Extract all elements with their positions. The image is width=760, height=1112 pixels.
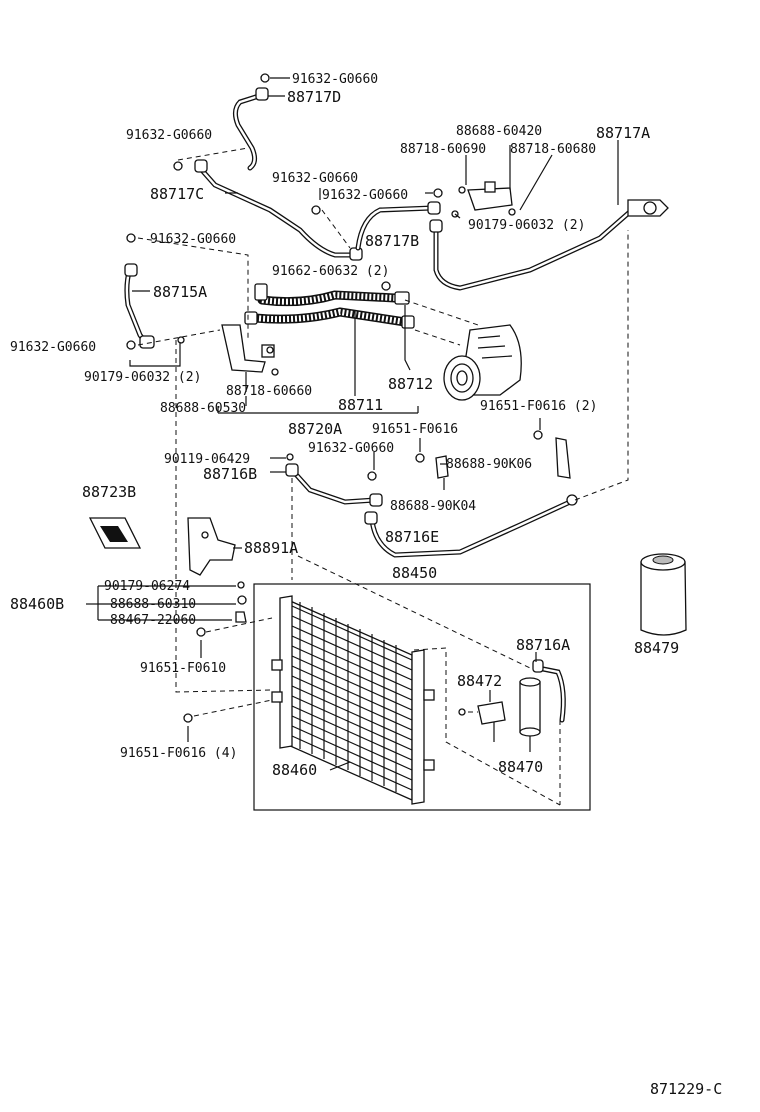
pipe-88717A [429,199,669,291]
label-91662-60632: 91662-60632 (2) [272,264,389,279]
label-88718-60680: 88718-60680 [510,142,596,157]
label-88688-90k04: 88688-90K04 [390,499,476,514]
label-90179-06274: 90179-06274 [104,579,190,594]
label-90179-06032-right: 90179-06032 (2) [468,218,585,233]
label-88688-90k06: 88688-90K06 [446,457,532,472]
label-91651-f0616-2: 91651-F0616 (2) [480,399,597,414]
pipe-88716E [364,494,578,558]
label-91632-g0660-l2: 91632-G0660 [150,232,236,247]
label-91651-f0610: 91651-F0610 [140,661,226,676]
label-88718-60690: 88718-60690 [400,142,486,157]
label-88472: 88472 [457,672,502,690]
label-88450: 88450 [392,564,437,582]
receiver-88479 [640,553,687,636]
label-88712: 88712 [388,375,433,393]
compressor [443,324,522,401]
receiver-dryer-88470 [519,677,541,737]
bracket-88688-60420 [451,181,516,218]
pipe-88717B [355,201,441,251]
label-88715a: 88715A [153,283,207,301]
label-91651-f0616-4: 91651-F0616 (4) [120,746,237,761]
label-91632-g0660-mid2: 91632-G0660 [322,188,408,203]
pipe-88715A [124,263,155,349]
diagram-reference-code: 871229-C [650,1080,722,1098]
label-88716b: 88716B [203,465,257,483]
label-88716a: 88716A [516,636,570,654]
label-88460b: 88460B [10,595,64,613]
label-88718-60660: 88718-60660 [226,384,312,399]
bracket-88688-60530 [221,324,279,376]
label-91632-g0660-l3: 91632-G0660 [10,340,96,355]
label-88723b: 88723B [82,483,136,501]
label-91651-f0616: 91651-F0616 [372,422,458,437]
label-88720a: 88720A [288,420,342,438]
condenser-box-88450 [253,583,591,811]
label-88717a: 88717A [596,124,650,142]
label-88479: 88479 [634,639,679,657]
label-88460: 88460 [272,761,317,779]
label-91632-g0660-mid1: 91632-G0660 [272,171,358,186]
pipe-88717C [194,159,363,261]
leader-lines [86,77,629,806]
fasteners [126,73,571,723]
condenser-88460 [271,595,435,805]
label-88717d: 88717D [287,88,341,106]
label-88891a: 88891A [244,539,298,557]
label-88717b: 88717B [365,232,419,250]
label-91632-g0660-l4: 91632-G0660 [308,441,394,456]
label-88470: 88470 [498,758,543,776]
label-91632-g0660-left: 91632-G0660 [126,128,212,143]
label-88716e: 88716E [385,528,439,546]
label-88467-22060: 88467-22060 [110,613,196,628]
bracket-88472 [458,701,506,742]
pipe-88717D [232,87,269,171]
pipe-88716A [532,659,566,723]
label-90119-06429: 90119-06429 [164,452,250,467]
sticker-88723B [88,517,142,549]
hose-88711 [244,307,415,329]
label-88711: 88711 [338,396,383,414]
label-88688-60420: 88688-60420 [456,124,542,139]
label-91632-g0660-top: 91632-G0660 [292,72,378,87]
label-88688-60530: 88688-60530 [160,401,246,416]
label-88688-60310: 88688-60310 [110,597,196,612]
part-labels: 91632-G0660 88717D 91632-G0660 88717C 91… [10,72,722,1098]
hose-88712 [254,283,410,307]
bracket-88891A [187,517,236,576]
label-88717c: 88717C [150,185,204,203]
label-90179-06032-left: 90179-06032 (2) [84,370,201,385]
pipe-88716B [285,463,383,507]
